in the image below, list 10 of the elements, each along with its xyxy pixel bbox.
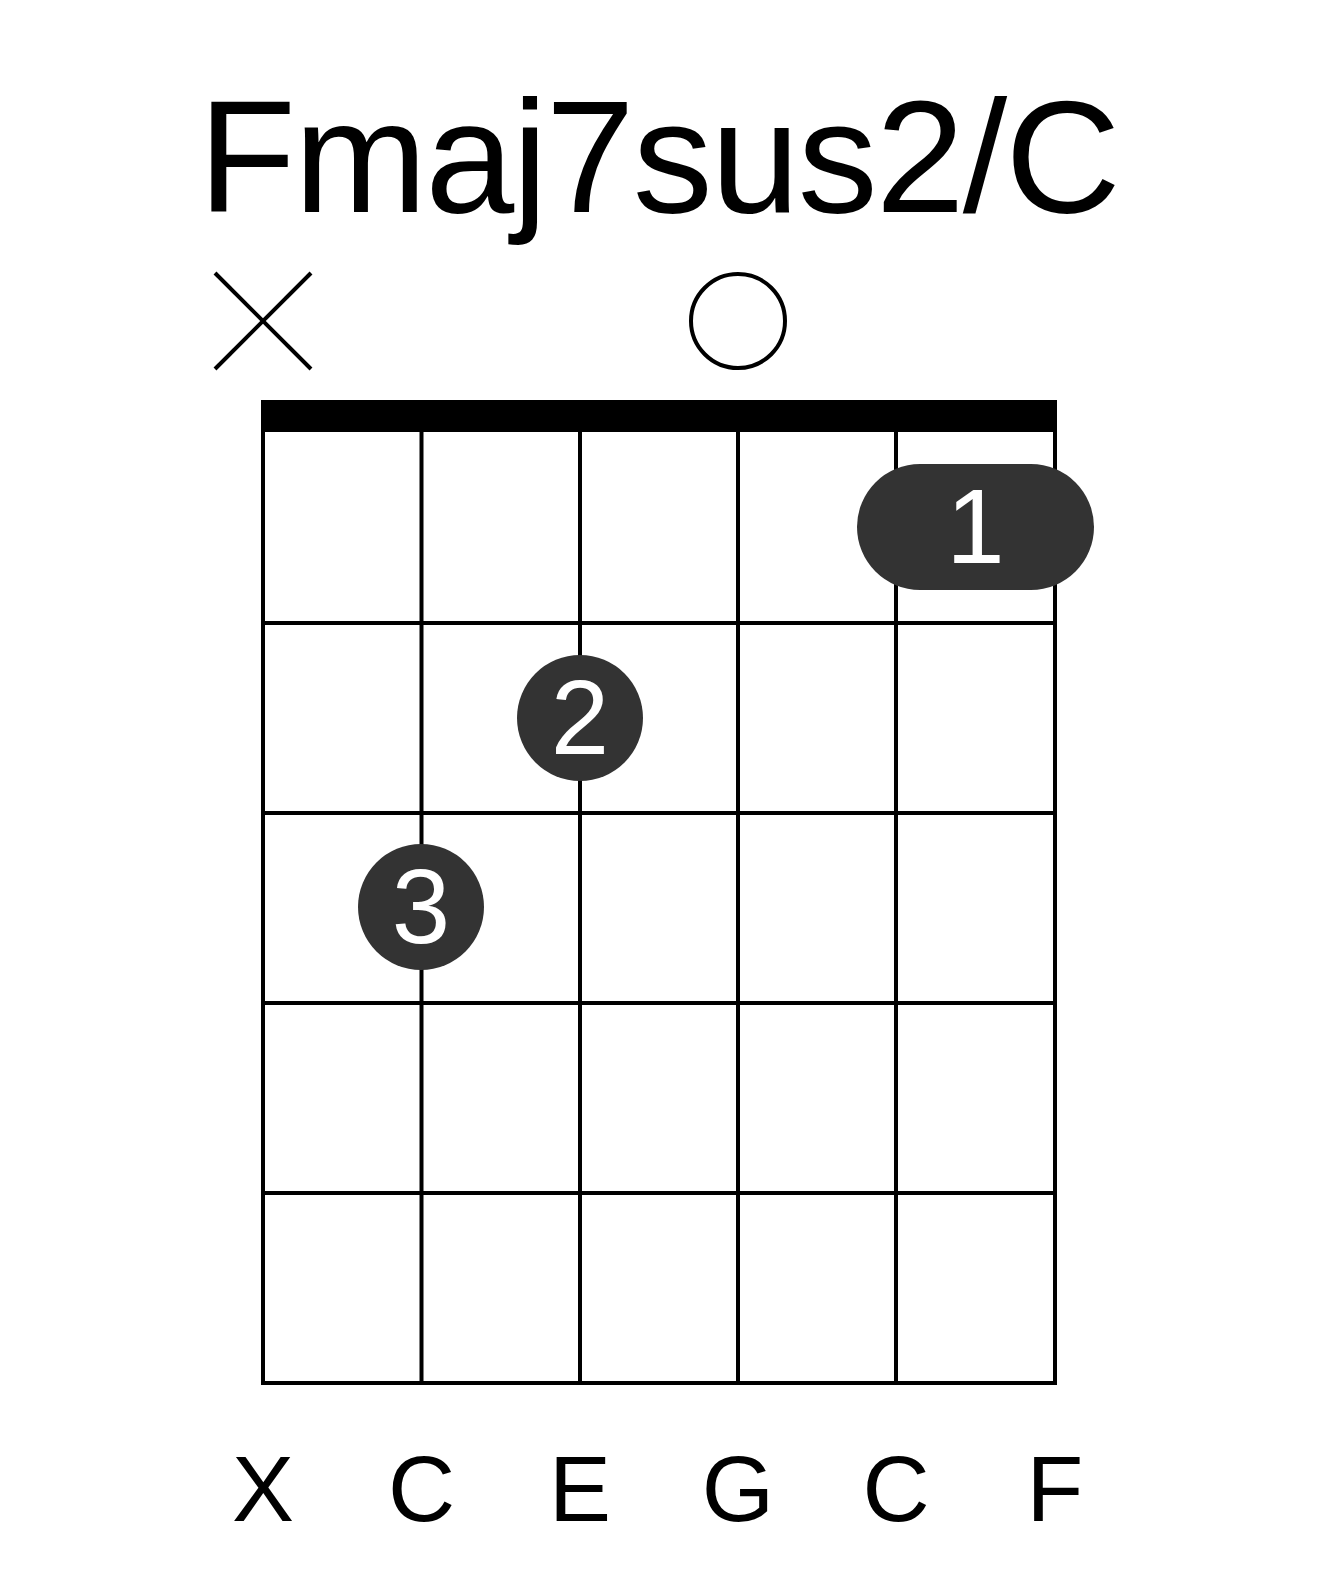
- string-note-label: C: [387, 1438, 456, 1541]
- string-note-label: G: [701, 1438, 775, 1541]
- chord-title: Fmaj7sus2/C: [198, 66, 1119, 248]
- finger-number: 2: [550, 660, 610, 776]
- finger-number: 1: [946, 469, 1005, 585]
- string-note-label: X: [232, 1438, 294, 1541]
- finger-number: 3: [391, 849, 451, 965]
- string-note-label: C: [862, 1438, 930, 1541]
- string-note-label: E: [549, 1438, 611, 1541]
- string-note-label: F: [1026, 1438, 1084, 1541]
